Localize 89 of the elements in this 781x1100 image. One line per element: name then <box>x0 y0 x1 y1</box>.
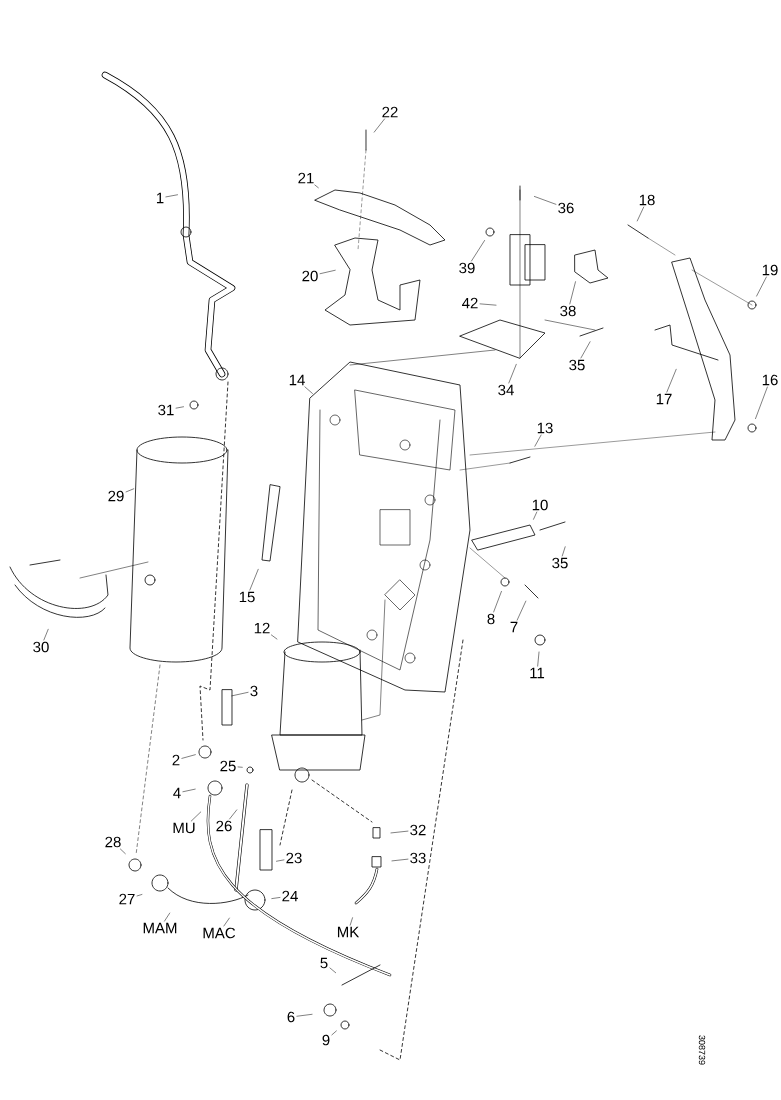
leader-line <box>637 206 644 222</box>
leader-line <box>182 788 196 792</box>
callout-number: 38 <box>560 305 576 317</box>
callout-number: 22 <box>382 106 398 118</box>
callout-number: 34 <box>498 384 514 396</box>
callout-number: 20 <box>302 270 318 282</box>
callout-number: 12 <box>254 622 270 634</box>
leader-line <box>534 196 557 205</box>
leader-line <box>569 281 576 305</box>
callout-number: 1 <box>156 192 164 204</box>
leader-line <box>276 859 285 862</box>
callout-number: 32 <box>410 824 426 836</box>
callout-number: 26 <box>216 820 232 832</box>
callout-number: 21 <box>298 172 314 184</box>
leader-line <box>329 967 336 973</box>
callout-number: 14 <box>289 374 305 386</box>
leader-line <box>164 912 170 922</box>
leader-line <box>331 1030 337 1036</box>
callout-number: 23 <box>286 852 302 864</box>
leader-line <box>349 917 353 926</box>
callout-number: 30 <box>33 641 49 653</box>
leader-line <box>175 406 184 409</box>
callout-number: 17 <box>656 393 672 405</box>
leader-line <box>249 569 259 591</box>
callout-number: 3 <box>250 685 258 697</box>
leader-line <box>534 434 542 447</box>
leader-line <box>390 830 409 834</box>
leader-line <box>304 386 313 394</box>
leader-line <box>580 341 591 359</box>
leader-line <box>165 194 178 198</box>
callout-number: 33 <box>410 852 426 864</box>
leader-line <box>181 754 196 759</box>
leader-line <box>120 848 126 854</box>
leader-line <box>373 118 385 133</box>
leader-line <box>136 894 143 897</box>
leader-line <box>533 511 538 520</box>
leader-line <box>237 766 243 768</box>
leader-line <box>391 858 409 862</box>
leader-line <box>516 600 527 621</box>
callout-number: 7 <box>510 621 518 633</box>
leader-line <box>223 917 230 927</box>
leader-line <box>271 897 281 899</box>
leader-line <box>471 240 485 262</box>
drawing-number: 308739 <box>698 1035 706 1065</box>
callout-number: 2 <box>172 754 180 766</box>
leader-line <box>319 270 336 274</box>
callout-number: 39 <box>459 262 475 274</box>
leader-line <box>296 1014 313 1017</box>
leader-line <box>271 634 278 640</box>
callout-number: 31 <box>158 404 174 416</box>
leader-line <box>191 811 202 822</box>
callout-number: MAM <box>143 922 177 934</box>
leader-line <box>755 386 768 419</box>
callout-number: 24 <box>282 890 298 902</box>
callout-number: 28 <box>105 836 121 848</box>
callout-number: 10 <box>532 499 548 511</box>
callout-number: MU <box>173 822 195 834</box>
callout-number: 4 <box>173 787 181 799</box>
leader-line <box>562 546 566 557</box>
callout-number: 15 <box>239 591 255 603</box>
leader-line <box>666 369 677 393</box>
leader-line <box>229 809 238 820</box>
callout-number: 16 <box>762 374 778 386</box>
callout-number: 9 <box>322 1034 330 1046</box>
callout-number: 8 <box>487 613 495 625</box>
callout-number: 6 <box>287 1011 295 1023</box>
leader-line <box>314 184 319 188</box>
callout-number: 42 <box>462 297 478 309</box>
leader-line <box>493 591 502 613</box>
callout-number: 35 <box>569 359 585 371</box>
callout-number: 36 <box>558 202 574 214</box>
leader-line <box>479 303 497 306</box>
leader-line <box>756 276 767 297</box>
callout-number: 27 <box>119 893 135 905</box>
leader-line <box>125 488 134 493</box>
leader-line <box>231 692 249 697</box>
leader-line <box>537 651 540 667</box>
callout-number: 13 <box>537 422 553 434</box>
callout-number: 11 <box>530 667 545 679</box>
callout-number: MAC <box>203 927 236 939</box>
callout-number: 25 <box>220 760 236 772</box>
callout-number: MK <box>337 926 360 938</box>
callout-number: 29 <box>108 490 124 502</box>
leader-line <box>508 364 517 384</box>
callout-number: 19 <box>762 264 778 276</box>
callout-number: 18 <box>639 194 655 206</box>
callout-number: 5 <box>320 957 328 969</box>
leader-line <box>43 629 49 641</box>
callout-number: 35 <box>552 557 568 569</box>
